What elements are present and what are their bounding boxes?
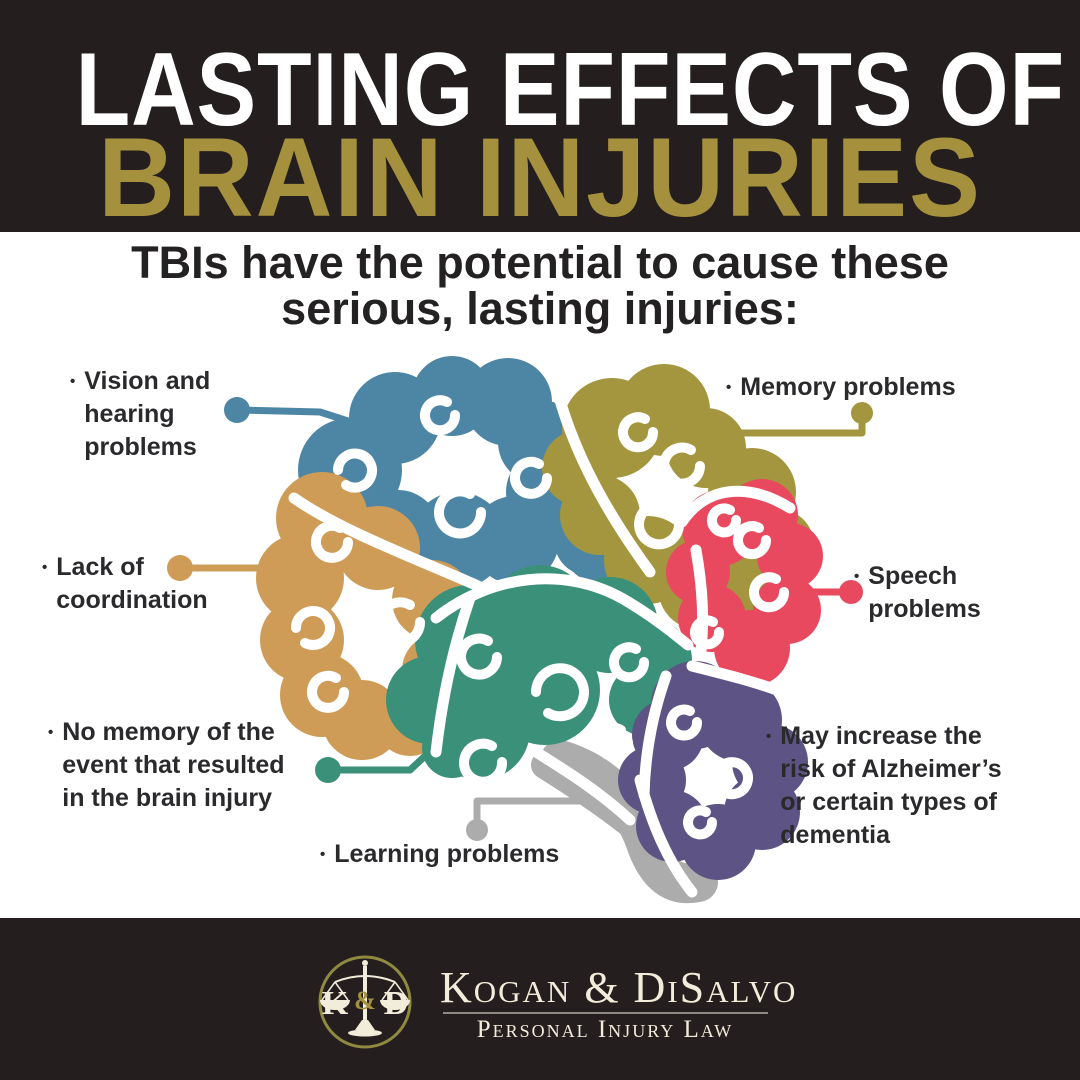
- label-learning: • Learning problems: [320, 838, 559, 871]
- connector-memory: [696, 402, 873, 437]
- bullet-icon: •: [766, 728, 772, 745]
- label-memory: • Memory problems: [726, 371, 956, 404]
- label-speech: • Speech problems: [854, 560, 981, 626]
- bullet-icon: •: [70, 373, 76, 390]
- footer-band: K & D Kogan & DiSalvo Personal Injury La…: [0, 918, 1080, 1080]
- title-line-2: BRAIN INJURIES: [98, 115, 982, 240]
- firm-tagline: Personal Injury Law: [476, 1016, 734, 1043]
- label-vision-hearing: • Vision and hearing problems: [70, 365, 210, 464]
- label-alzheimers: • May increase the risk of Alzheimer’s o…: [766, 720, 1002, 852]
- label-coordination-text: Lack of coordination: [56, 553, 208, 614]
- header-band: LASTING EFFECTS OF BRAIN INJURIES: [0, 0, 1080, 240]
- subtitle: TBIs have the potential to cause these s…: [131, 237, 949, 334]
- title-line-1: LASTING EFFECTS OF: [75, 32, 1065, 148]
- label-speech-text: Speech problems: [868, 562, 981, 623]
- lobe-curls: [291, 395, 790, 840]
- label-vision-hearing-text: Vision and hearing problems: [84, 367, 211, 461]
- firm-name: Kogan & DiSalvo: [440, 963, 798, 1012]
- logo-ring: [318, 955, 412, 1049]
- bullet-icon: •: [42, 559, 48, 576]
- label-no-memory-text: No memory of the event that resulted in …: [62, 718, 285, 812]
- bullet-icon: •: [48, 724, 54, 741]
- label-memory-text: Memory problems: [740, 373, 956, 401]
- monogram-k: K: [322, 985, 349, 1022]
- divider-rule: [442, 1012, 768, 1014]
- monogram-amp: &: [354, 986, 376, 1015]
- label-alzheimers-text: May increase the risk of Alzheimer’s or …: [780, 722, 1002, 849]
- firm-logo: K & D: [318, 955, 412, 1049]
- connector-learning: [466, 797, 589, 841]
- scales-of-justice-icon: [320, 960, 410, 1037]
- bullet-icon: •: [726, 379, 732, 396]
- label-no-memory: • No memory of the event that resulted i…: [48, 716, 285, 815]
- firm-text-block: Kogan & DiSalvo Personal Injury Law: [440, 963, 798, 1044]
- bullet-icon: •: [320, 846, 326, 863]
- bullet-icon: •: [854, 568, 860, 585]
- label-coordination: • Lack of coordination: [42, 551, 208, 617]
- monogram-d: D: [384, 985, 409, 1022]
- label-learning-text: Learning problems: [334, 840, 560, 868]
